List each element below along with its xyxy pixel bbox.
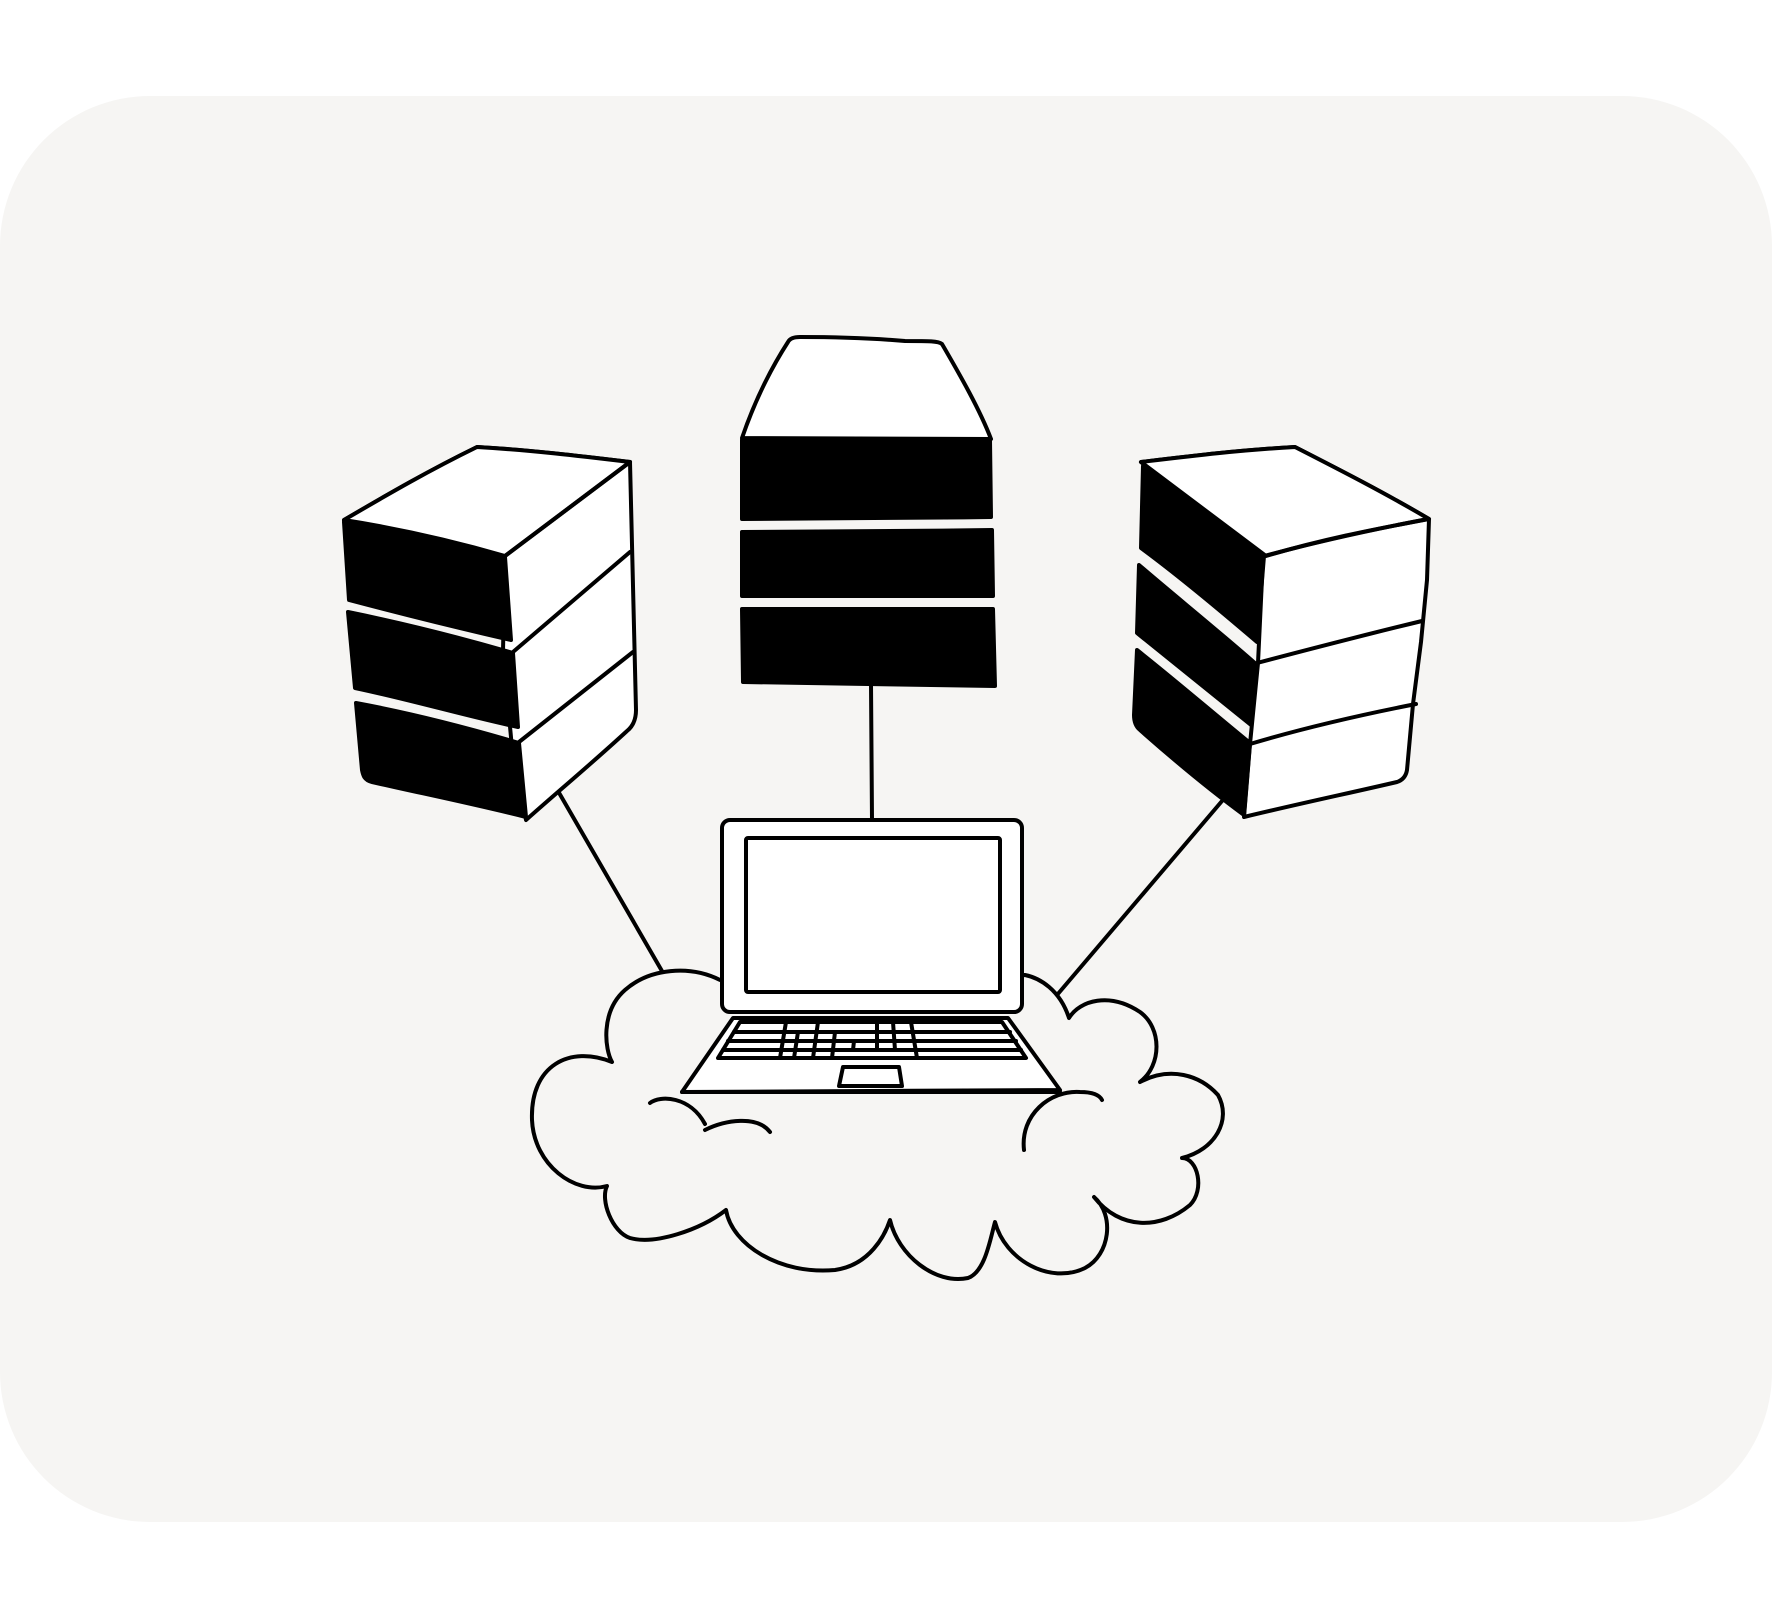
server-right-icon [1132, 445, 1431, 819]
cloud-icon [529, 968, 1225, 1282]
connection-line-left [556, 789, 668, 980]
illustration-card [0, 96, 1772, 1522]
server-center-icon [740, 335, 997, 688]
server-left-icon [342, 445, 638, 822]
connection-line-center [869, 682, 874, 822]
connection-line-right [1055, 799, 1224, 997]
laptop-icon [680, 818, 1062, 1094]
